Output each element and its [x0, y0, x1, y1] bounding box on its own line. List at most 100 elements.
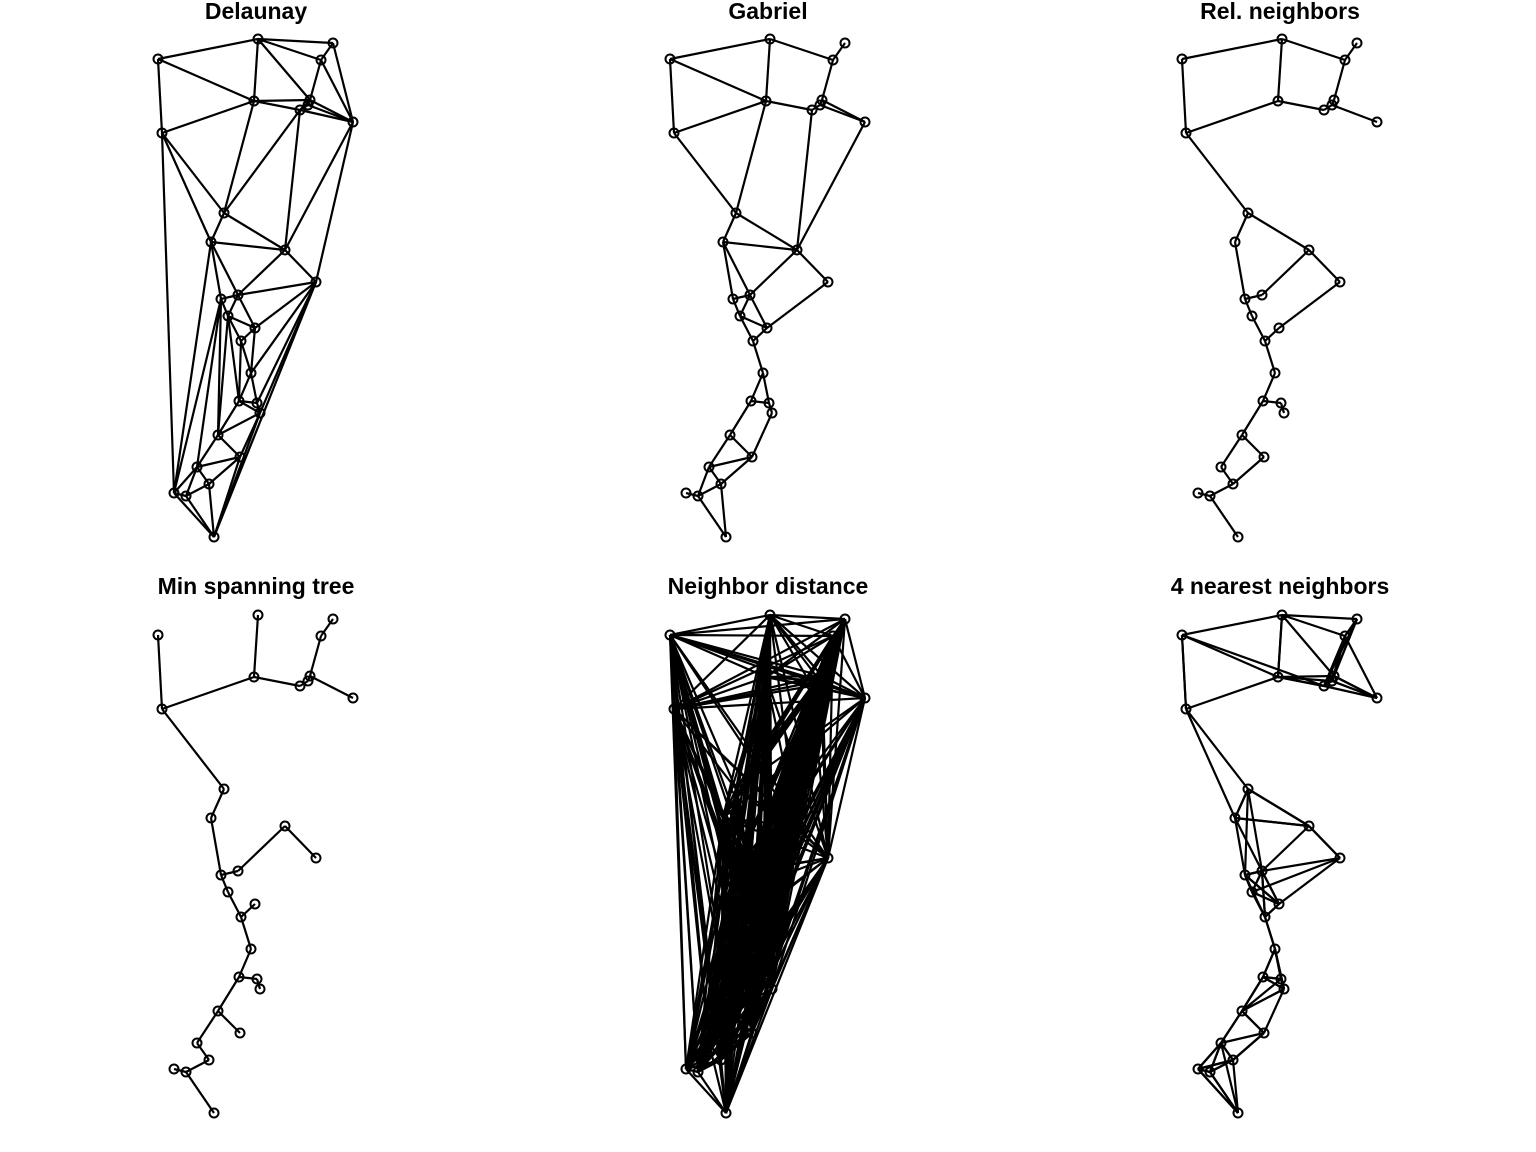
graph-edge — [320, 42, 334, 61]
data-point — [744, 289, 756, 301]
graph-edge — [669, 37, 771, 61]
graph-edge — [1264, 327, 1280, 342]
graph-edge — [1180, 634, 1188, 710]
data-point — [203, 1054, 215, 1066]
data-point — [208, 531, 220, 543]
graph-edge — [284, 825, 317, 859]
graph-edge — [238, 975, 258, 981]
data-point — [1339, 630, 1351, 642]
graph-edge — [1322, 635, 1347, 687]
graph-edge — [209, 241, 223, 300]
graph-edge — [256, 281, 317, 404]
data-point — [760, 95, 772, 107]
data-point — [791, 820, 803, 832]
graph-edge — [708, 455, 753, 469]
graph-edge — [708, 466, 722, 485]
panel-title: Delaunay — [205, 0, 307, 24]
data-point — [1229, 812, 1241, 824]
data-point — [734, 886, 746, 898]
graph-edge — [216, 298, 223, 436]
graph-edge — [173, 466, 198, 494]
data-point — [827, 630, 839, 642]
data-point — [1273, 898, 1285, 910]
data-point — [680, 487, 692, 499]
data-point — [191, 1037, 203, 1049]
graph-edge — [257, 38, 311, 101]
graph-edge — [1209, 1071, 1239, 1114]
data-point — [1236, 1005, 1248, 1017]
graph-edge — [685, 1067, 699, 1074]
data-point — [715, 478, 727, 490]
graph-edge — [796, 121, 866, 251]
graph-edge — [156, 58, 164, 134]
data-point — [1275, 397, 1287, 409]
graph-edge — [749, 294, 768, 329]
data-point — [734, 310, 746, 322]
graph-edge — [707, 817, 725, 1044]
graph-edge — [1185, 708, 1249, 790]
data-point — [791, 244, 803, 256]
data-point — [1256, 865, 1268, 877]
graph-edge — [253, 98, 311, 103]
data-point — [664, 629, 676, 641]
graph-edge — [734, 788, 769, 905]
graph-edge — [1276, 614, 1284, 678]
data-point — [859, 116, 871, 128]
data-point — [1334, 276, 1346, 288]
data-point — [761, 898, 773, 910]
graph-edge — [673, 99, 767, 135]
data-point — [222, 886, 234, 898]
graph-edge — [1262, 399, 1282, 405]
data-point — [1242, 207, 1254, 219]
panel-title: Min spanning tree — [158, 573, 355, 599]
graph-edge — [749, 976, 754, 1034]
graph-edge — [237, 340, 243, 402]
data-point — [730, 783, 742, 795]
graph-edge — [1231, 1059, 1240, 1114]
graph-edge — [157, 57, 255, 103]
graph-edge — [724, 1032, 754, 1114]
graph-edge — [826, 697, 867, 859]
data-point — [720, 1107, 732, 1119]
graph-edge — [1331, 103, 1378, 124]
data-point — [252, 33, 264, 45]
graph-edge — [217, 400, 240, 436]
data-point — [724, 1005, 736, 1017]
graph-edge — [724, 916, 755, 1114]
graph-edge — [1246, 788, 1264, 872]
graph-edge — [673, 708, 737, 790]
graph-edge — [209, 817, 223, 876]
graph-edge — [1241, 988, 1285, 1012]
graph-edge — [219, 298, 230, 317]
data-point — [168, 487, 180, 499]
graph-edge — [157, 37, 259, 61]
graph-edge — [1261, 249, 1310, 296]
data-point — [806, 680, 818, 692]
data-point — [1371, 692, 1383, 704]
graph-edge — [684, 916, 755, 1070]
graph-edge — [1197, 1067, 1211, 1074]
graph-edge — [1181, 633, 1279, 679]
graph-edge — [719, 1059, 728, 1114]
data-point — [766, 983, 778, 995]
graph-edge — [1251, 856, 1341, 894]
data-point — [664, 53, 676, 65]
graph-edge — [669, 633, 834, 638]
graph-edge — [684, 817, 725, 1070]
graph-edge — [1241, 400, 1264, 436]
graph-edge — [722, 816, 798, 828]
graph-edge — [751, 340, 765, 374]
graph-edge — [160, 132, 176, 494]
graph-edge — [843, 618, 867, 699]
graph-edge — [1234, 816, 1310, 828]
graph-edge — [1220, 434, 1243, 468]
data-point — [1259, 911, 1271, 923]
panel-min-spanning-tree: Min spanning tree — [152, 573, 359, 1119]
data-point — [1275, 973, 1287, 985]
graph-edge — [1277, 99, 1325, 112]
graph-edge — [769, 614, 866, 699]
graph-edge — [308, 59, 323, 101]
graph-edge — [1344, 42, 1358, 61]
graph-edge — [284, 249, 317, 283]
graph-edge — [1277, 675, 1325, 688]
